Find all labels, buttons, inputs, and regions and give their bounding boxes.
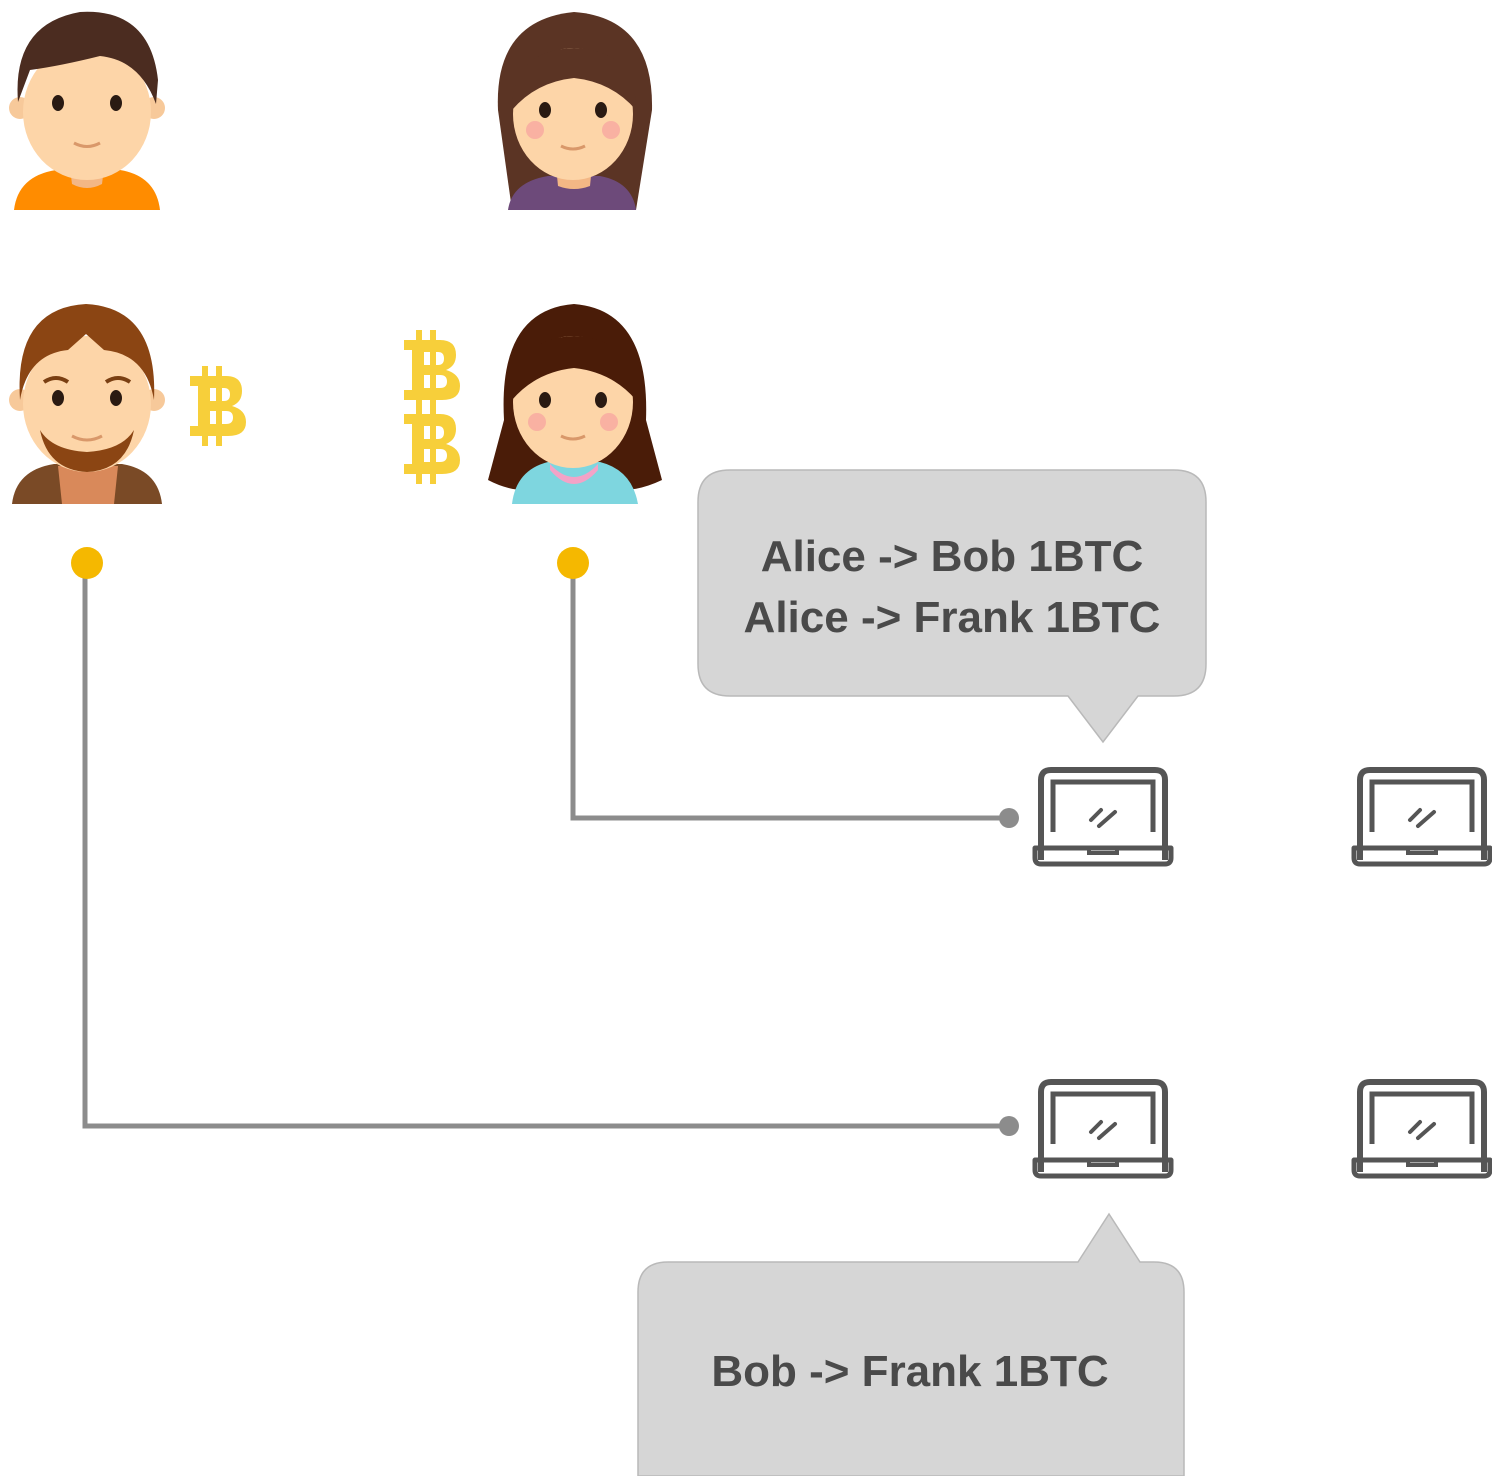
transaction-bubble-bottom: Bob -> Frank 1BTC (637, 1212, 1185, 1476)
bubble-bottom-line-1: Bob -> Frank 1BTC (711, 1347, 1108, 1396)
laptop-icon (1035, 1082, 1171, 1176)
bubble-top-line-2: Alice -> Frank 1BTC (744, 593, 1161, 642)
connector-endpoint (999, 1116, 1019, 1136)
connector-lines (71, 547, 1019, 1136)
user-node-dot (557, 547, 589, 579)
connector-person4-to-laptop1 (570, 563, 1008, 821)
boy-orange-shirt-avatar (9, 11, 165, 210)
connector-person3-to-laptop3 (82, 563, 1008, 1129)
connector-endpoint (999, 808, 1019, 828)
transaction-bubble-top: Alice -> Bob 1BTC Alice -> Frank 1BTC (697, 469, 1207, 744)
laptop-icon (1035, 770, 1171, 864)
laptop-icon (1354, 1082, 1490, 1176)
user-node-dot (71, 547, 103, 579)
girl-teal-hoodie-avatar (488, 304, 662, 504)
bearded-man-brown-jacket-avatar (9, 304, 165, 504)
bitcoin-coin-icon (190, 366, 246, 446)
woman-purple-top-avatar (497, 12, 653, 210)
bitcoin-coin-icon (404, 404, 460, 484)
laptop-icon (1354, 770, 1490, 864)
bubble-top-line-1: Alice -> Bob 1BTC (761, 532, 1144, 581)
bitcoin-coin-icon (404, 330, 460, 410)
